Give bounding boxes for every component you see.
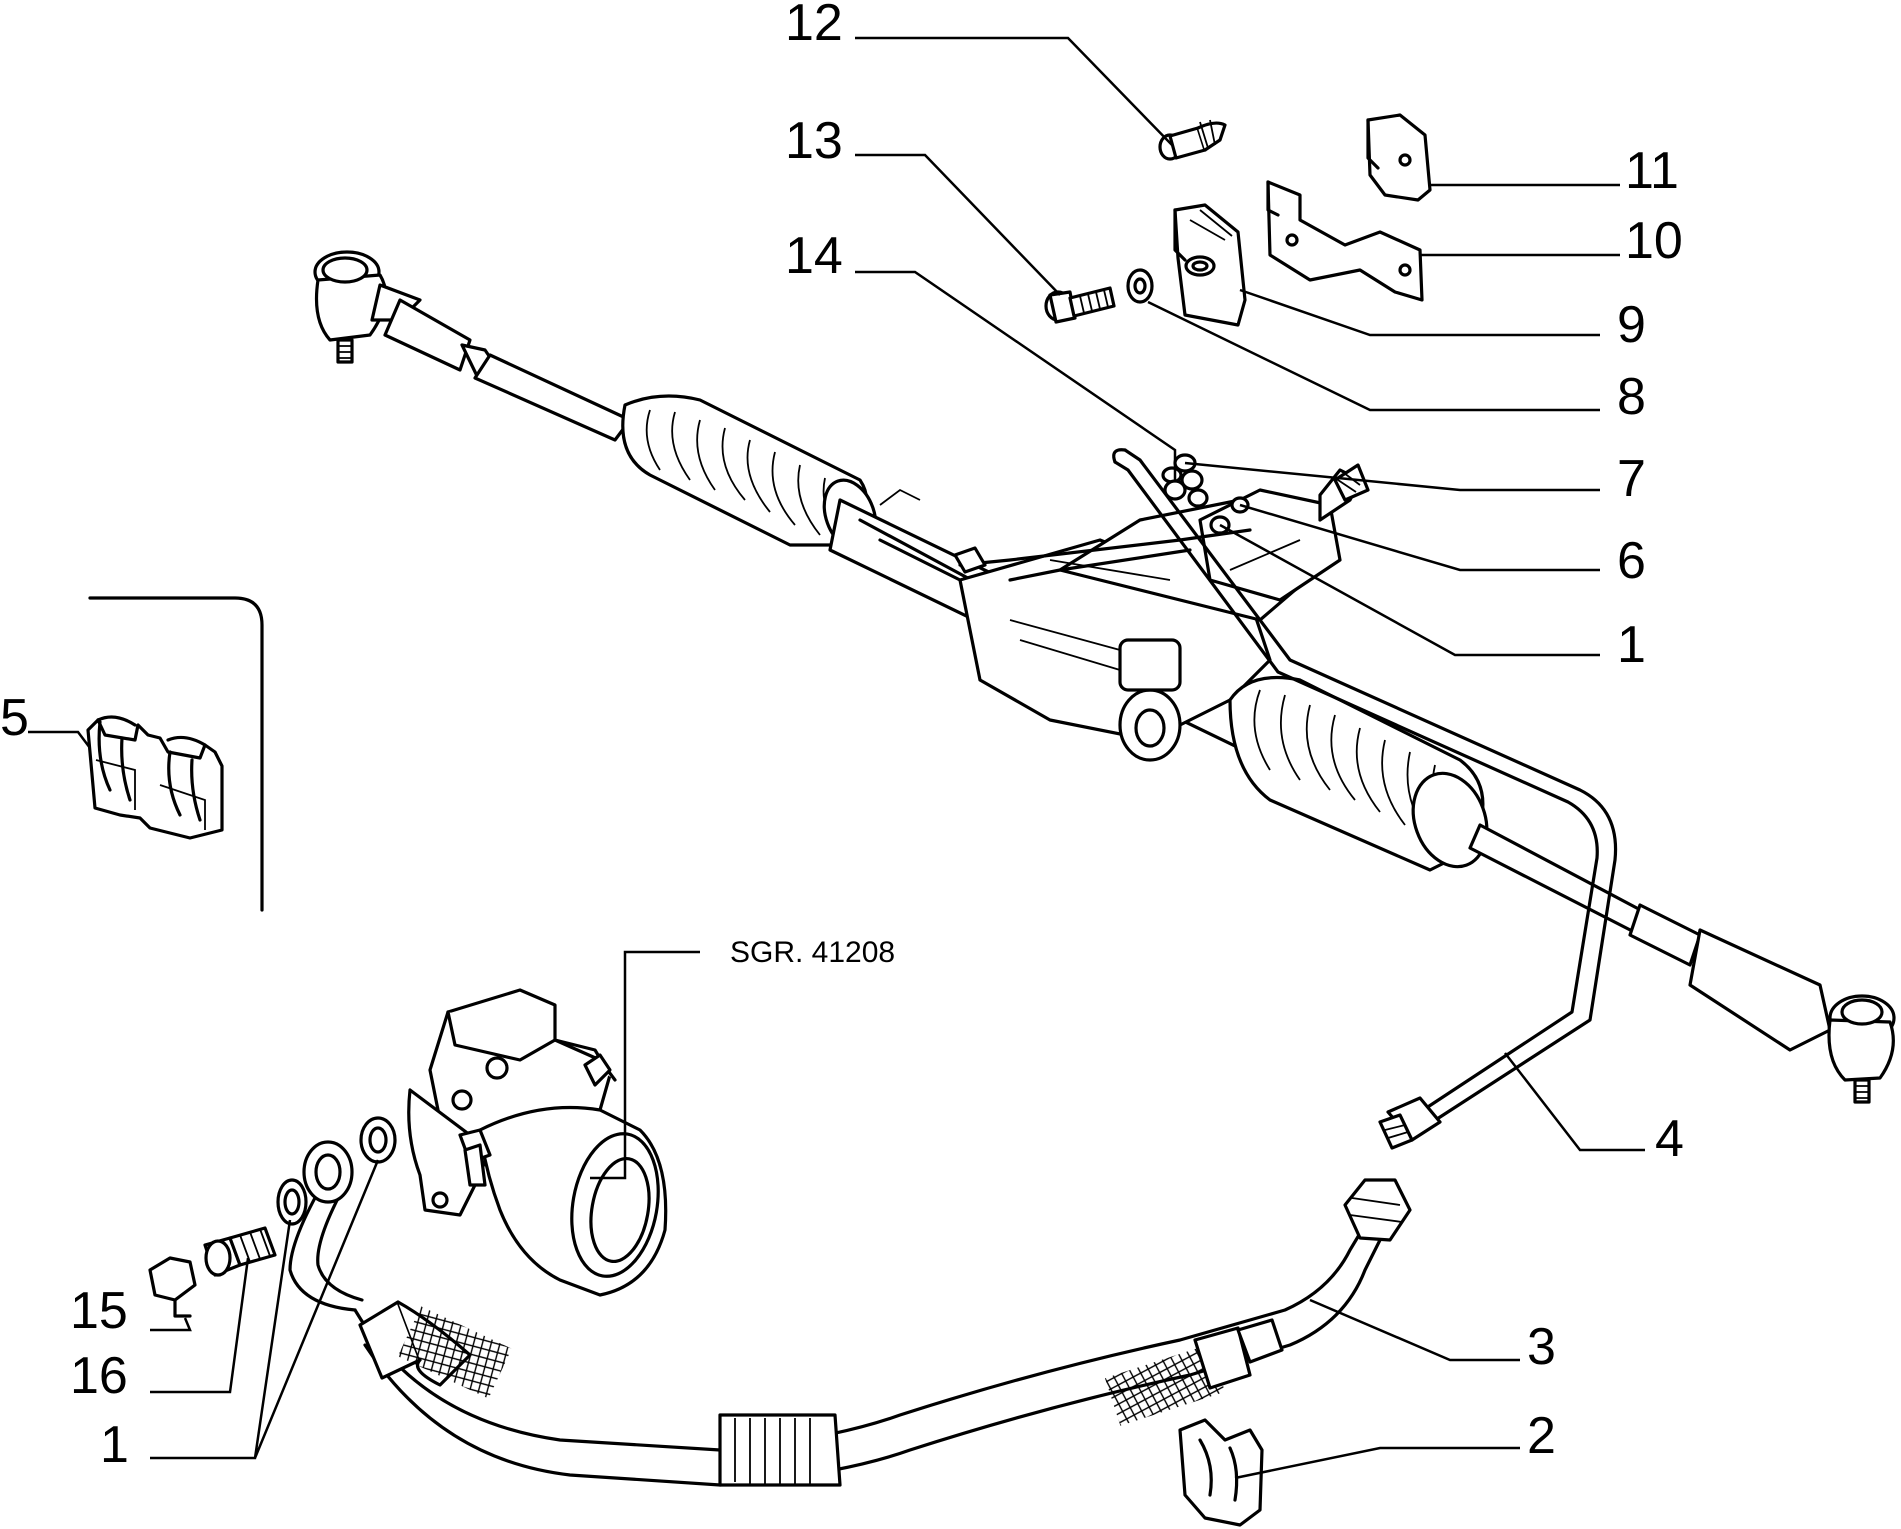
part-2-clip — [1178, 1418, 1264, 1527]
part-13-bolt — [1044, 286, 1116, 324]
part-11-clip — [1366, 113, 1432, 202]
pipe-4 — [1112, 448, 1618, 1150]
pump-reference-label: SGR. 41208 — [730, 936, 895, 969]
callout-14: 14 — [785, 227, 843, 285]
hose-3 — [288, 1178, 1412, 1487]
callout-6: 6 — [1617, 532, 1646, 590]
banjo-fitting-parts — [148, 1116, 397, 1318]
power-steering-pump — [407, 988, 668, 1297]
callout-9: 9 — [1617, 296, 1646, 354]
leader-lines — [28, 36, 1645, 1480]
part-10-bracket — [1266, 180, 1424, 302]
callout-8: 8 — [1617, 368, 1646, 426]
callout-7: 7 — [1617, 450, 1646, 508]
callout-3: 3 — [1527, 1318, 1556, 1376]
callout-5: 5 — [0, 689, 29, 747]
part-5-inset — [86, 596, 264, 912]
callout-1-lower: 1 — [100, 1416, 129, 1474]
callout-2: 2 — [1527, 1407, 1556, 1465]
callout-16: 16 — [70, 1347, 128, 1405]
part-8-washer — [1126, 268, 1154, 304]
right-bellows-boot — [1228, 675, 1489, 872]
left-tie-rod-end — [313, 250, 472, 372]
right-tie-rod-end — [1688, 928, 1896, 1104]
callout-10: 10 — [1625, 212, 1683, 270]
callout-4: 4 — [1655, 1110, 1684, 1168]
callout-labels: 12 13 14 11 10 9 8 7 6 1 4 5 3 2 15 16 1… — [0, 0, 1684, 1474]
callout-13: 13 — [785, 112, 843, 170]
callout-12: 12 — [785, 0, 843, 52]
callout-1-upper: 1 — [1617, 616, 1646, 674]
part-12-bolt — [1158, 119, 1227, 161]
steering-rack — [313, 250, 1896, 1104]
part-5-hose-clip — [86, 715, 224, 840]
part-9-clamp — [1173, 203, 1247, 327]
callout-15: 15 — [70, 1282, 128, 1340]
callout-11: 11 — [1625, 142, 1679, 200]
